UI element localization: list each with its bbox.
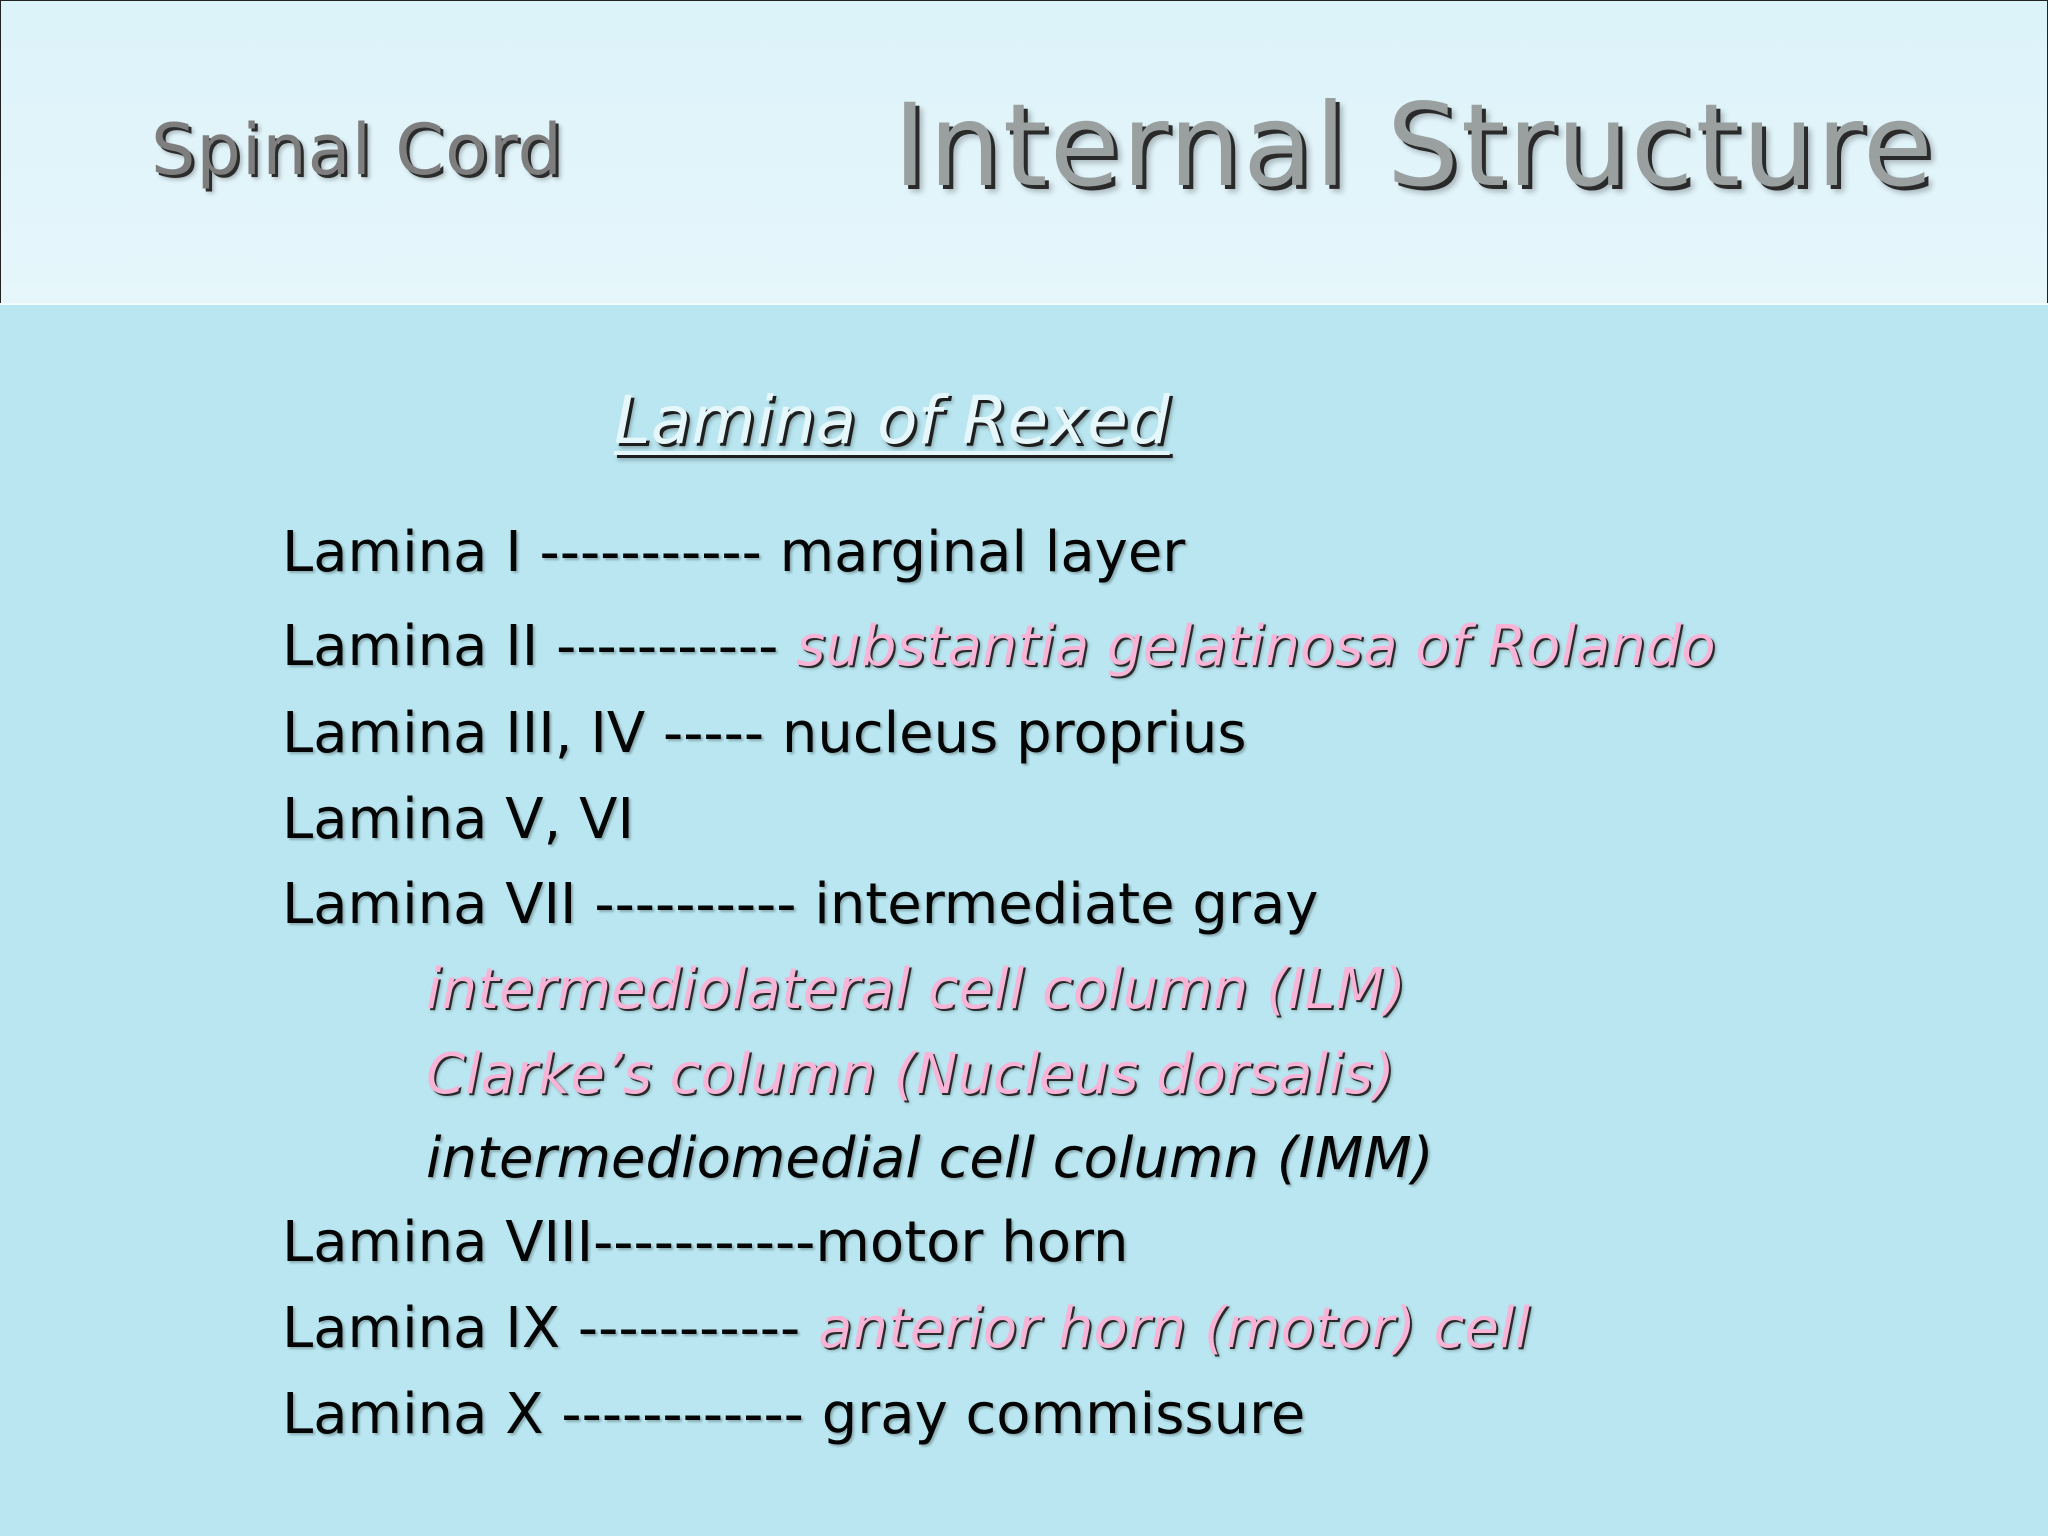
lamina-description: gray commissure bbox=[803, 1382, 1306, 1447]
header-divider bbox=[0, 303, 2048, 305]
lamina-label: Lamina II ----------- bbox=[282, 614, 779, 679]
lamina-label: Lamina IX ----------- bbox=[282, 1296, 801, 1361]
header-banner: Spinal Cord Internal Structure bbox=[0, 0, 2048, 304]
lamina-description: intermediolateral cell column (ILM) bbox=[426, 957, 1406, 1022]
lamina-line-3: Lamina III, IV ----- nucleus proprius bbox=[282, 701, 1247, 766]
lamina-description: Clarke’s column (Nucleus dorsalis) bbox=[426, 1042, 1395, 1107]
lamina-line-10: Lamina IX ----------- anterior horn (mot… bbox=[282, 1296, 1530, 1361]
lamina-line-2: Lamina II ----------- substantia gelatin… bbox=[282, 614, 1716, 679]
lamina-label: Lamina VII ---------- bbox=[282, 872, 797, 937]
lamina-label: Lamina III, IV ----- bbox=[282, 701, 765, 766]
lamina-label: Lamina I ----------- bbox=[282, 520, 762, 585]
lamina-line-7: Clarke’s column (Nucleus dorsalis) bbox=[426, 1042, 1395, 1107]
lamina-description: motor horn bbox=[815, 1210, 1129, 1275]
lamina-description: intermediate gray bbox=[796, 872, 1319, 937]
lamina-line-5: Lamina VII ---------- intermediate gray bbox=[282, 872, 1318, 937]
lamina-label: Lamina V, VI bbox=[282, 787, 634, 852]
title-internal-structure: Internal Structure bbox=[893, 79, 1935, 212]
lamina-line-8: intermediomedial cell column (IMM) bbox=[426, 1126, 1434, 1191]
lamina-line-11: Lamina X ------------ gray commissure bbox=[282, 1382, 1305, 1447]
lamina-line-4: Lamina V, VI bbox=[282, 787, 634, 852]
lamina-line-9: Lamina VIII-----------motor horn bbox=[282, 1210, 1129, 1275]
subtitle-lamina-of-rexed: Lamina of Rexed bbox=[614, 382, 1170, 459]
lamina-description: nucleus proprius bbox=[764, 701, 1247, 766]
lamina-label: Lamina X ------------ bbox=[282, 1382, 804, 1447]
title-spinal-cord: Spinal Cord bbox=[151, 109, 563, 191]
lamina-line-6: intermediolateral cell column (ILM) bbox=[426, 957, 1406, 1022]
lamina-description: substantia gelatinosa of Rolando bbox=[778, 614, 1716, 679]
lamina-label: Lamina VIII----------- bbox=[282, 1210, 816, 1275]
lamina-description: anterior horn (motor) cell bbox=[800, 1296, 1530, 1361]
lamina-description: intermediomedial cell column (IMM) bbox=[426, 1126, 1434, 1191]
lamina-line-1: Lamina I ----------- marginal layer bbox=[282, 520, 1185, 585]
lamina-description: marginal layer bbox=[761, 520, 1186, 585]
